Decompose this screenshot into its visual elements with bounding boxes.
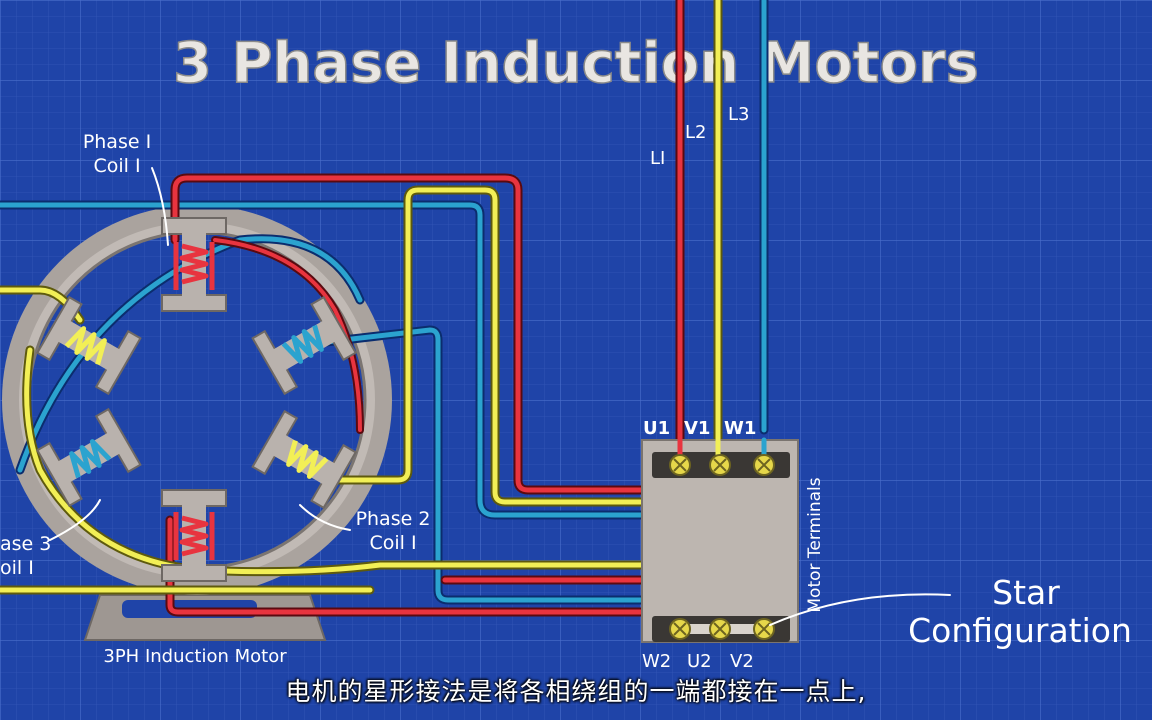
motor-base xyxy=(83,594,327,641)
line-labels: LI L2 L3 xyxy=(650,104,749,169)
phase2-label-line2: Coil I xyxy=(369,532,416,554)
phase3-coil1 xyxy=(35,407,142,508)
line-label-l3: L3 xyxy=(728,104,749,125)
video-subtitle: 电机的星形接法是将各相绕组的一端都接在一点上, xyxy=(285,677,867,706)
motor-label: 3PH Induction Motor xyxy=(103,646,287,667)
phase3-label-line2: oil I xyxy=(0,557,34,579)
line-label-l2: L2 xyxy=(685,122,706,143)
phase1-label-line2: Coil I xyxy=(93,155,140,177)
star-label-line1: Star xyxy=(992,573,1060,612)
terminal-label-w1: W1 xyxy=(724,418,756,439)
phase3-coil2 xyxy=(251,295,358,396)
terminal-screws-bottom xyxy=(669,618,775,640)
phase2-label-line1: Phase 2 xyxy=(356,508,431,530)
terminal-label-u2: U2 xyxy=(687,651,712,672)
terminal-label-v2: V2 xyxy=(730,651,754,672)
terminal-label-v1: V1 xyxy=(684,418,710,439)
star-configuration-label: Star Configuration xyxy=(908,573,1132,650)
terminal-labels: U1 V1 W1 W2 U2 V2 xyxy=(642,418,756,672)
pointer-lines xyxy=(49,167,951,626)
line-label-l1: LI xyxy=(650,148,665,169)
phase2-coil1 xyxy=(251,409,358,510)
coil-labels: Phase I Coil I Phase 2 Coil I ase 3 oil … xyxy=(0,131,430,667)
phase1-coil2 xyxy=(161,489,227,582)
star-label-line2: Configuration xyxy=(908,611,1132,650)
page-title: 3 Phase Induction Motors xyxy=(173,31,979,96)
phase1-label-line1: Phase I xyxy=(83,131,151,153)
terminal-label-u1: U1 xyxy=(643,418,670,439)
terminal-box-label: Motor Terminals xyxy=(805,477,825,612)
terminal-label-w2: W2 xyxy=(642,651,671,672)
phase1-coil1 xyxy=(161,217,227,312)
terminal-screws-top xyxy=(669,454,775,476)
phase2-coil2 xyxy=(35,295,142,396)
phase3-label-line1: ase 3 xyxy=(0,533,51,555)
